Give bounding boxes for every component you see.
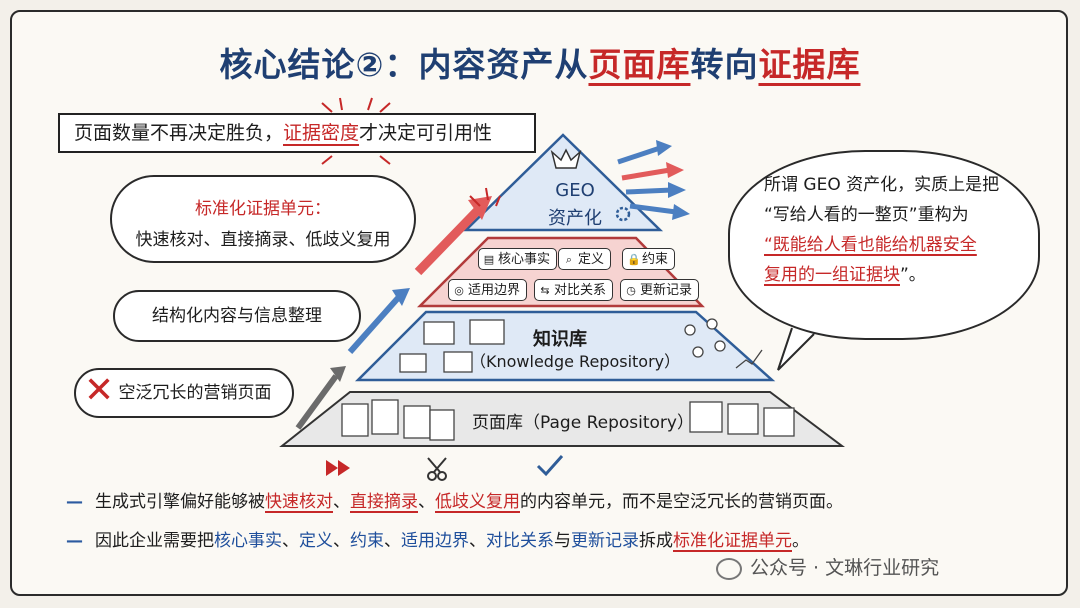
watermark: 公众号 · 文琳行业研究 [716, 553, 939, 580]
rising-arrows [295, 196, 492, 430]
evidence-density-box: 页面数量不再决定胜负，证据密度才决定可引用性 [58, 113, 536, 153]
knowledge-icons [399, 318, 763, 373]
emphasis-marks [321, 97, 391, 165]
bottom-statement-2: —因此企业需要把核心事实、定义、约束、适用边界、对比关系与更新记录拆成标准化证据… [66, 531, 809, 551]
knowledge-repository-label: 知识库 [533, 329, 587, 350]
marketing-pages-cloud: 空泛冗长的营销页面 [74, 368, 294, 418]
bottom-statement-1: —生成式引擎偏好能够被快速核对、直接摘录、低歧义复用的内容单元，而不是空泛冗长的… [66, 492, 843, 512]
scissors-icon [427, 457, 447, 481]
cloud-body: 快速核对、直接摘录、低歧义复用 [135, 230, 391, 250]
chip-comparison: ⇆对比关系 [534, 279, 614, 301]
search-icon: ⌕ [565, 253, 573, 266]
wechat-icon [716, 557, 742, 580]
assetization-label: 资产化 [548, 208, 602, 229]
swap-icon: ⇆ [540, 284, 550, 297]
clock-icon: ◷ [626, 284, 636, 297]
fast-forward-icon [326, 460, 350, 476]
geo-definition-bubble: 所谓 GEO 资产化，实质上是把 “写给人看的一整页”重构为 “既能给人看也能给… [728, 150, 1040, 340]
output-arrows [617, 140, 690, 220]
lock-icon: 🔒 [627, 253, 641, 266]
page-title: 核心结论②：内容资产从页面库转向证据库 [219, 45, 861, 84]
structured-content-cloud: 结构化内容与信息整理 [113, 290, 361, 342]
page-documents [341, 399, 795, 441]
chip-constraint: 🔒约束 [622, 248, 676, 270]
target-icon: ◎ [454, 284, 464, 297]
check-icon [536, 455, 564, 477]
chip-definition: ⌕定义 [558, 248, 612, 270]
cloud-title: 标准化证据单元： [195, 199, 331, 219]
chip-applicable-boundary: ◎适用边界 [448, 279, 528, 301]
chip-core-facts: ▤核心事实 [478, 248, 558, 270]
knowledge-repository-en: （Knowledge Repository） [470, 352, 681, 371]
gear-icon [615, 206, 631, 222]
page-repository-label: 页面库（Page Repository） [472, 413, 694, 433]
chip-update-log: ◷更新记录 [620, 279, 700, 301]
cross-icon: ✕ [84, 370, 115, 411]
crown-icon [550, 148, 582, 169]
spark-marks [469, 187, 501, 207]
standardized-unit-cloud: 标准化证据单元： 快速核对、直接摘录、低歧义复用 [110, 175, 416, 263]
geo-top-tier [462, 133, 664, 232]
speech-tail [777, 327, 815, 371]
document-icon: ▤ [483, 253, 495, 266]
geo-label: GEO [555, 180, 595, 201]
